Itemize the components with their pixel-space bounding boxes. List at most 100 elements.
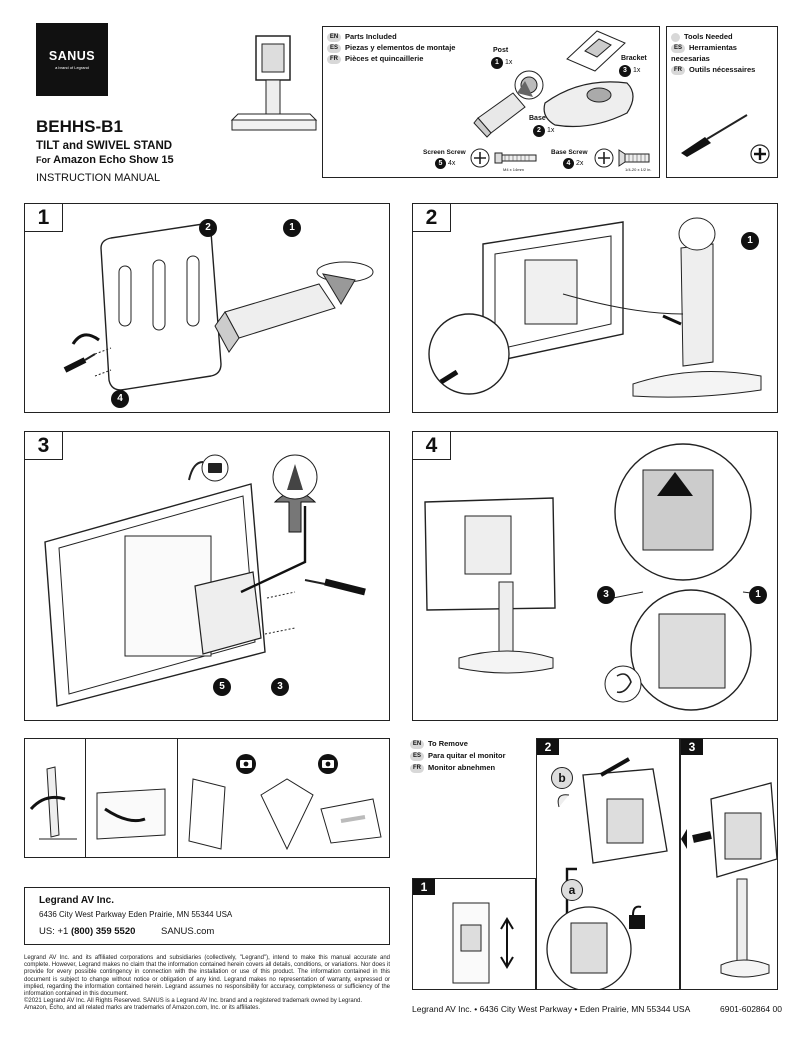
step-4-callout-1: 1 bbox=[749, 586, 767, 604]
remove-step-3-illustration bbox=[681, 782, 777, 978]
adjust-divider-2 bbox=[177, 739, 179, 857]
base-part-illustration bbox=[543, 81, 634, 128]
legal-disclaimer: Legrand AV Inc. and its affiliated corpo… bbox=[24, 955, 390, 998]
for-prefix: For bbox=[36, 155, 51, 165]
step-2-panel: 2 1 bbox=[412, 203, 778, 413]
adjustment-panel bbox=[24, 738, 390, 858]
remove-step-3-panel: 3 bbox=[680, 738, 778, 990]
step-4-panel: 4 3 1 bbox=[412, 431, 778, 721]
tools-bullet bbox=[671, 32, 680, 42]
camera-icon-a bbox=[236, 754, 256, 774]
base-screw-callout: 4 2x bbox=[563, 158, 583, 169]
product-for-line: For Amazon Echo Show 15 bbox=[36, 154, 174, 166]
step-3-panel: 3 5 3 bbox=[24, 431, 390, 721]
manual-label: INSTRUCTION MANUAL bbox=[36, 172, 161, 184]
legal-copyright: ©2021 Legrand AV Inc. All Rights Reserve… bbox=[24, 998, 390, 1012]
remove-en: To Remove bbox=[428, 739, 468, 748]
remove-tag-es: ES bbox=[410, 751, 424, 761]
remove-step-1-illustration bbox=[452, 902, 514, 984]
parts-header: EN Parts Included ES Piezas y elementos de… bbox=[327, 31, 455, 64]
camera-icon-b bbox=[318, 754, 338, 774]
base-label: Base bbox=[529, 115, 546, 122]
base-num: 2 bbox=[533, 125, 545, 137]
step-2-illustration bbox=[428, 217, 762, 398]
lang-tag-fr: FR bbox=[327, 54, 341, 64]
base-qty: 1x bbox=[546, 127, 555, 134]
screen-screw-qty: 4x bbox=[447, 160, 456, 167]
step-3-callout-5: 5 bbox=[213, 678, 231, 696]
bracket-label: Bracket bbox=[621, 55, 647, 62]
contact-address: 6436 City West Parkway Eden Prairie, MN … bbox=[39, 910, 233, 919]
post-num: 1 bbox=[491, 57, 503, 69]
contact-panel: Legrand AV Inc. 6436 City West Parkway E… bbox=[24, 887, 390, 945]
lang-tag-en: EN bbox=[327, 32, 341, 42]
tools-tag-fr: FR bbox=[671, 65, 685, 75]
camera-rotate-icon bbox=[188, 454, 229, 482]
sanus-logo: SANUS a brand of Legrand bbox=[36, 23, 108, 96]
step-2-number: 2 bbox=[413, 204, 451, 232]
step-1-illustration bbox=[63, 223, 374, 391]
parts-included-panel: EN Parts Included ES Piezas y elementos de… bbox=[322, 26, 660, 178]
phone-number[interactable]: (800) 359 5520 bbox=[70, 926, 136, 937]
tools-tag-es: ES bbox=[671, 43, 685, 53]
bracket-callout: 3 1x bbox=[619, 65, 640, 77]
remove-step-2-number: 2 bbox=[537, 739, 559, 755]
remove-es: Para quitar el monitor bbox=[428, 751, 506, 760]
step-3-number: 3 bbox=[25, 432, 63, 460]
base-screw-label: Base Screw bbox=[551, 149, 588, 156]
remove-callout-b: b bbox=[551, 767, 573, 789]
trademark-line: Amazon, Echo, and all related marks are … bbox=[24, 1005, 260, 1012]
step-4-callout-3: 3 bbox=[597, 586, 615, 604]
product-thumbnail bbox=[230, 35, 318, 131]
copyright-line: ©2021 Legrand AV Inc. All Rights Reserve… bbox=[24, 998, 363, 1004]
remove-step-2-panel: 2 b a bbox=[536, 738, 680, 990]
contact-company: Legrand AV Inc. bbox=[39, 895, 115, 906]
base-screw-num: 4 bbox=[563, 158, 574, 169]
product-title: TILT and SWIVEL STAND bbox=[36, 140, 173, 152]
step-1-callout-4: 4 bbox=[111, 390, 129, 408]
logo-text: SANUS bbox=[48, 49, 96, 63]
bracket-qty: 1x bbox=[632, 67, 641, 74]
step-3-illustration bbox=[44, 454, 366, 707]
screen-screw-head-icon bbox=[470, 148, 490, 168]
phone-prefix: US: +1 bbox=[39, 926, 69, 937]
tools-es: Herramientas necesarias bbox=[671, 43, 737, 63]
remove-step-3-number: 3 bbox=[681, 739, 703, 755]
bracket-part-illustration bbox=[566, 30, 626, 72]
screen-screw-icon bbox=[494, 152, 537, 164]
step-4-number: 4 bbox=[413, 432, 451, 460]
step-1-number: 1 bbox=[25, 204, 63, 232]
step-1-callout-2: 2 bbox=[199, 219, 217, 237]
tools-en: Tools Needed bbox=[684, 32, 733, 41]
parts-header-en: Parts Included bbox=[345, 32, 397, 41]
base-screw-qty: 2x bbox=[575, 160, 584, 167]
screen-screw-label: Screen Screw bbox=[423, 149, 466, 156]
remove-step-2-illustration bbox=[546, 757, 668, 989]
lang-tag-es: ES bbox=[327, 43, 341, 53]
post-label: Post bbox=[493, 47, 509, 54]
contact-phone-line: US: +1 (800) 359 5520 bbox=[39, 926, 135, 937]
screen-screw-size: M4 x 14mm bbox=[503, 167, 524, 172]
step-4-illustration bbox=[424, 443, 760, 711]
adjust-divider-1 bbox=[85, 739, 87, 857]
remove-tag-fr: FR bbox=[410, 763, 424, 773]
base-screw-head-icon bbox=[594, 148, 614, 168]
phillips-icon bbox=[750, 144, 770, 164]
remove-tag-en: EN bbox=[410, 739, 424, 749]
parts-header-es: Piezas y elementos de montaje bbox=[345, 43, 456, 52]
base-screw-size: 1/4-20 x 1/2 in. bbox=[625, 167, 652, 172]
footer-company: Legrand AV Inc. bbox=[412, 1004, 472, 1014]
for-product: Amazon Echo Show 15 bbox=[53, 154, 174, 166]
website-link[interactable]: SANUS.com bbox=[161, 926, 215, 937]
post-part-illustration bbox=[473, 70, 544, 138]
screen-screw-num: 5 bbox=[435, 158, 446, 169]
parts-header-fr: Pièces et quincaillerie bbox=[345, 54, 424, 63]
footer-address: • 6436 City West Parkway • Eden Prairie,… bbox=[474, 1004, 691, 1014]
post-qty: 1x bbox=[504, 59, 513, 66]
screen-screw-callout: 5 4x bbox=[435, 158, 455, 169]
tilt-illustration bbox=[29, 766, 382, 851]
footer-address-line: Legrand AV Inc. • 6436 City West Parkway… bbox=[412, 1004, 690, 1014]
